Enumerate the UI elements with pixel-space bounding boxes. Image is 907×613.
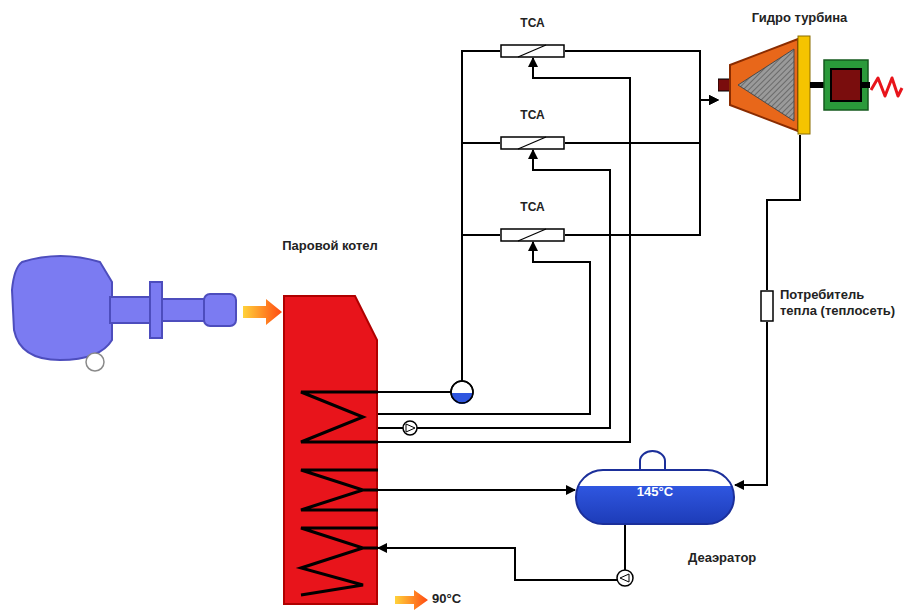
node-label: ТСА (495, 108, 570, 122)
pipe-connector (378, 242, 590, 414)
jet-apparatus: ТСА (495, 200, 570, 246)
burner (12, 256, 236, 371)
feed-pump (617, 570, 633, 586)
flue-gas-arrow (395, 590, 428, 610)
jet-apparatus-shape (500, 136, 565, 150)
pipe-connector (767, 135, 800, 290)
temperature-label: 90°C (432, 591, 461, 607)
burner-pipe (110, 297, 152, 323)
power-output-symbol (871, 78, 902, 96)
hydro-turbine: Гидро турбина (712, 8, 887, 138)
node-label: Паровой котел (270, 238, 390, 254)
node-label: Деаэратор (688, 550, 770, 566)
burner-flange (150, 282, 162, 338)
pipe-connector (378, 58, 630, 442)
pipe-connector (378, 51, 500, 392)
jet-apparatus: ТСА (495, 16, 570, 62)
heat-consumer-shape (760, 290, 774, 322)
heat-consumer: Потребитель тепла (теплосеть) (755, 285, 905, 347)
flame-arrow (243, 299, 282, 325)
pipe-connector (378, 525, 625, 580)
burner-nozzle (204, 294, 236, 326)
pipe-connector (735, 322, 767, 485)
burner-pipe (162, 299, 206, 321)
steam-boiler-shape (283, 295, 378, 605)
pipe-connector (378, 143, 500, 392)
node-label: ТСА (495, 16, 570, 30)
jet-apparatus: ТСА (495, 108, 570, 154)
fan-motor (86, 353, 104, 371)
pipe-connector (378, 150, 610, 428)
node-label: Потребитель тепла (теплосеть) (780, 287, 898, 318)
pipe-connector (565, 100, 718, 143)
node-label: ТСА (495, 200, 570, 214)
jet-apparatus-shape (500, 228, 565, 242)
steam-boiler: Паровой котел (270, 236, 390, 611)
steam-drum (451, 381, 473, 404)
pipe-connector (378, 489, 575, 491)
node-label: 145°C (575, 484, 735, 500)
hydro-turbine-shape (718, 35, 870, 135)
jet-apparatus-shape (500, 44, 565, 58)
deaerator: 145°C Деаэратор (570, 446, 770, 576)
circulation-pump (403, 421, 417, 435)
pipe-connector (565, 100, 718, 235)
fan-housing (12, 256, 112, 360)
pipe-connector (378, 235, 500, 392)
node-label: Гидро турбина (712, 10, 887, 26)
pipe-connector (565, 51, 718, 100)
